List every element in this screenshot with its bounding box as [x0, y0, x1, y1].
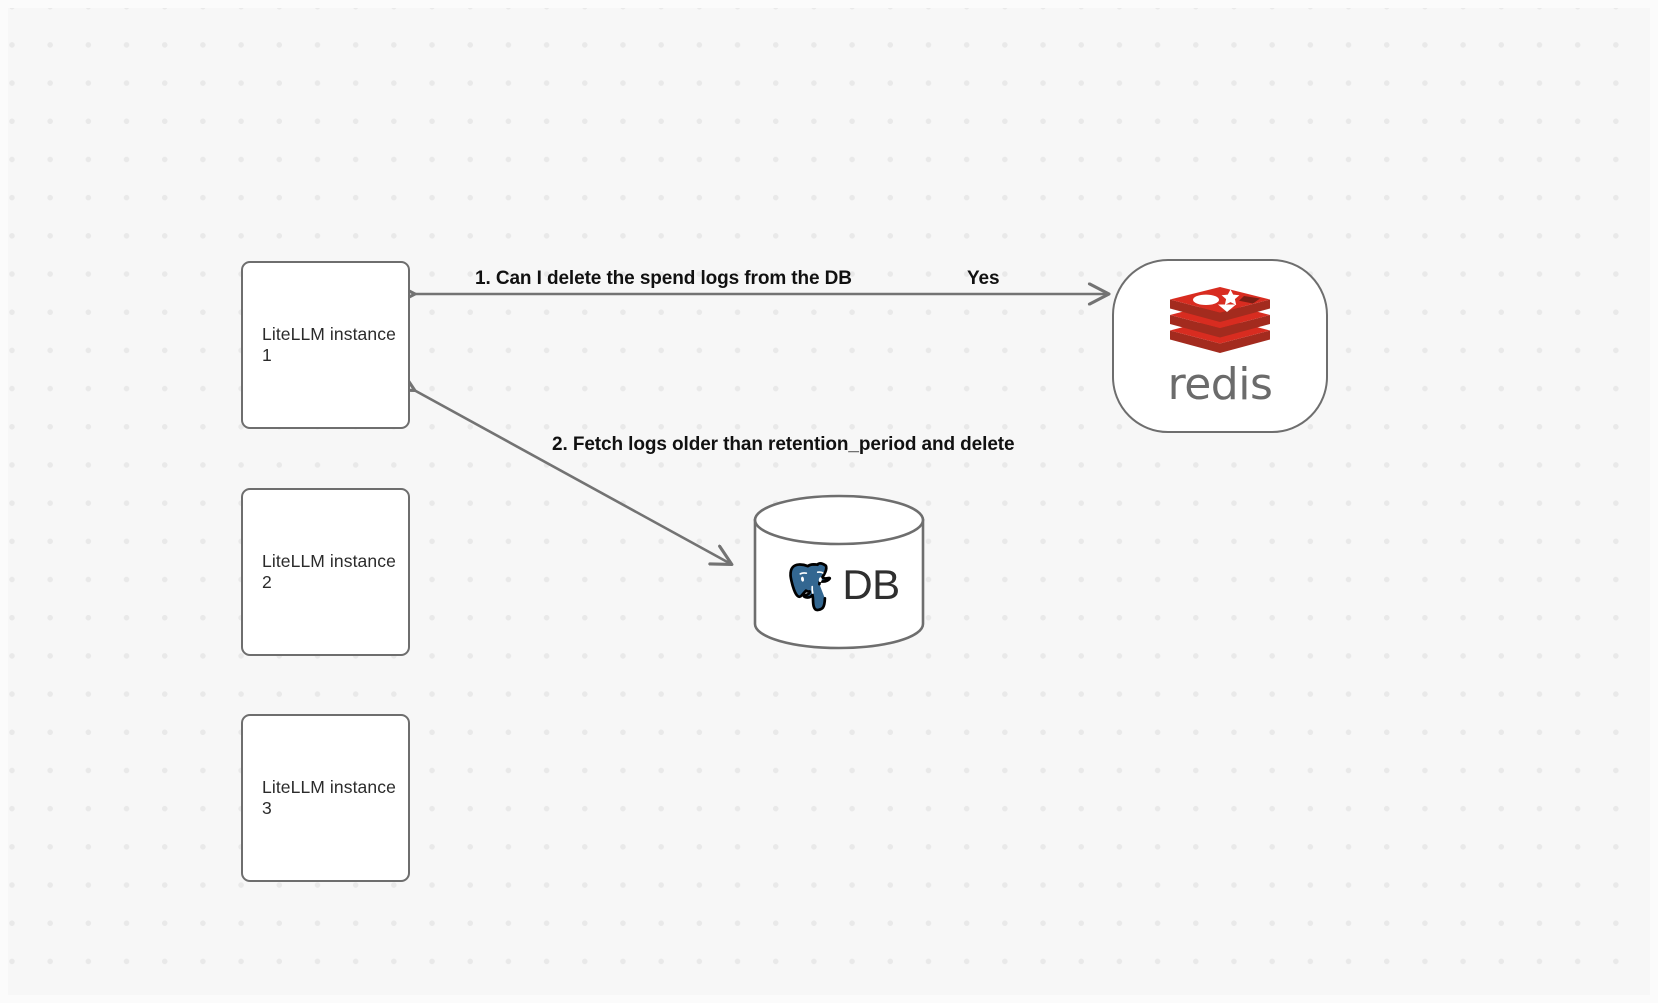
edge-label-step-2: 2. Fetch logs older than retention_perio…	[552, 434, 1015, 455]
db-label: DB	[842, 561, 900, 608]
cylinder-shape	[753, 494, 925, 650]
node-litellm-instance-3[interactable]: LiteLLM instance 3	[241, 714, 410, 882]
canvas-edge-mask-top	[0, 0, 1658, 8]
node-label: LiteLLM instance 1	[262, 324, 396, 365]
postgresql-elephant-icon	[789, 562, 832, 612]
canvas-edge-mask-bottom	[0, 995, 1658, 1003]
redis-logo-icon	[1170, 287, 1270, 353]
db-content: DB	[752, 494, 926, 650]
redis-logo-wrap: redis	[1164, 287, 1276, 407]
node-redis[interactable]: redis	[1112, 259, 1328, 433]
canvas-edge-mask-left	[0, 0, 8, 1003]
edge-instance1-db	[391, 370, 734, 567]
redis-wordmark: redis	[1167, 359, 1273, 410]
node-litellm-instance-1[interactable]: LiteLLM instance 1	[241, 261, 410, 429]
edge-label-yes: Yes	[967, 268, 1000, 289]
node-litellm-instance-2[interactable]: LiteLLM instance 2	[241, 488, 410, 656]
edge-label-step-1: 1. Can I delete the spend logs from the …	[475, 268, 852, 289]
canvas-edge-mask-right	[1650, 0, 1658, 1003]
node-label: LiteLLM instance 2	[262, 551, 396, 592]
node-label: LiteLLM instance 3	[262, 777, 396, 818]
node-postgres-db[interactable]: DB	[752, 494, 926, 650]
